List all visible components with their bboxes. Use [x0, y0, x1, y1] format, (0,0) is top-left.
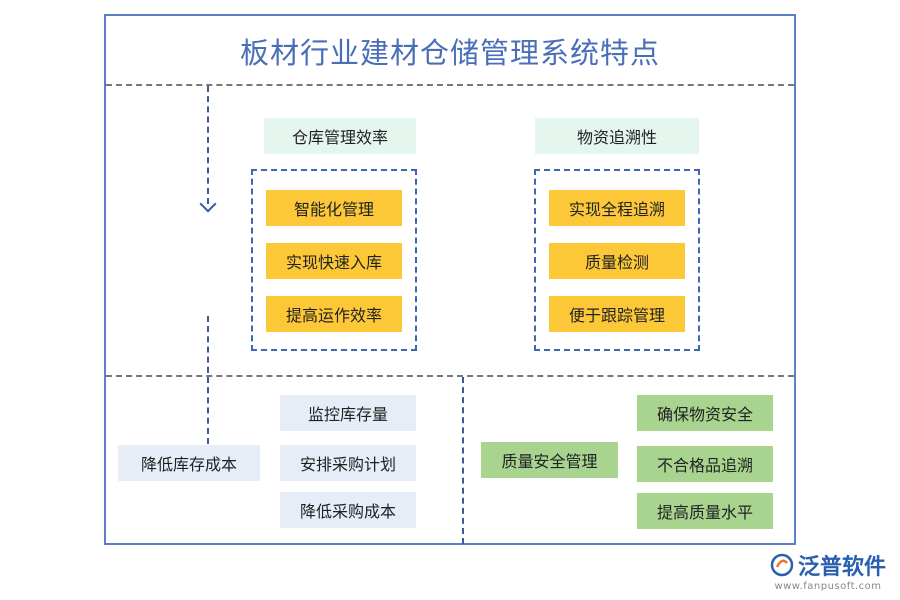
diagram-frame: [104, 14, 796, 545]
cost-item-2: 安排采购计划: [280, 445, 416, 481]
traceability-group: [534, 169, 700, 351]
cost-item-3: 降低采购成本: [280, 492, 416, 528]
efficiency-header: 仓库管理效率: [264, 118, 416, 154]
quality-item-1: 确保物资安全: [637, 395, 773, 431]
traceability-item-3: 便于跟踪管理: [549, 296, 685, 332]
middle-divider: [106, 375, 794, 377]
quality-item-2: 不合格品追溯: [637, 446, 773, 482]
watermark-name: 泛普软件: [797, 555, 886, 580]
title-divider: [106, 84, 794, 86]
connector-bottom: [207, 316, 209, 444]
cost-item-1: 监控库存量: [280, 395, 416, 431]
quality-header: 质量安全管理: [481, 442, 618, 478]
fanpu-logo-icon: [770, 553, 794, 577]
efficiency-item-3: 提高运作效率: [266, 296, 402, 332]
diagram-title: 板材行业建材仓储管理系统特点: [239, 36, 660, 70]
efficiency-group: [251, 169, 417, 351]
bottom-column-divider: [462, 377, 464, 544]
traceability-item-2: 质量检测: [549, 243, 685, 279]
traceability-header: 物资追溯性: [535, 118, 699, 154]
efficiency-item-1: 智能化管理: [266, 190, 402, 226]
cost-header: 降低库存成本: [118, 445, 260, 481]
watermark: 泛普软件 www.fanpusoft.com: [770, 549, 886, 592]
traceability-item-1: 实现全程追溯: [549, 190, 685, 226]
watermark-url: www.fanpusoft.com: [774, 581, 882, 592]
connector-top: [207, 86, 209, 204]
quality-item-3: 提高质量水平: [637, 493, 773, 529]
efficiency-item-2: 实现快速入库: [266, 243, 402, 279]
